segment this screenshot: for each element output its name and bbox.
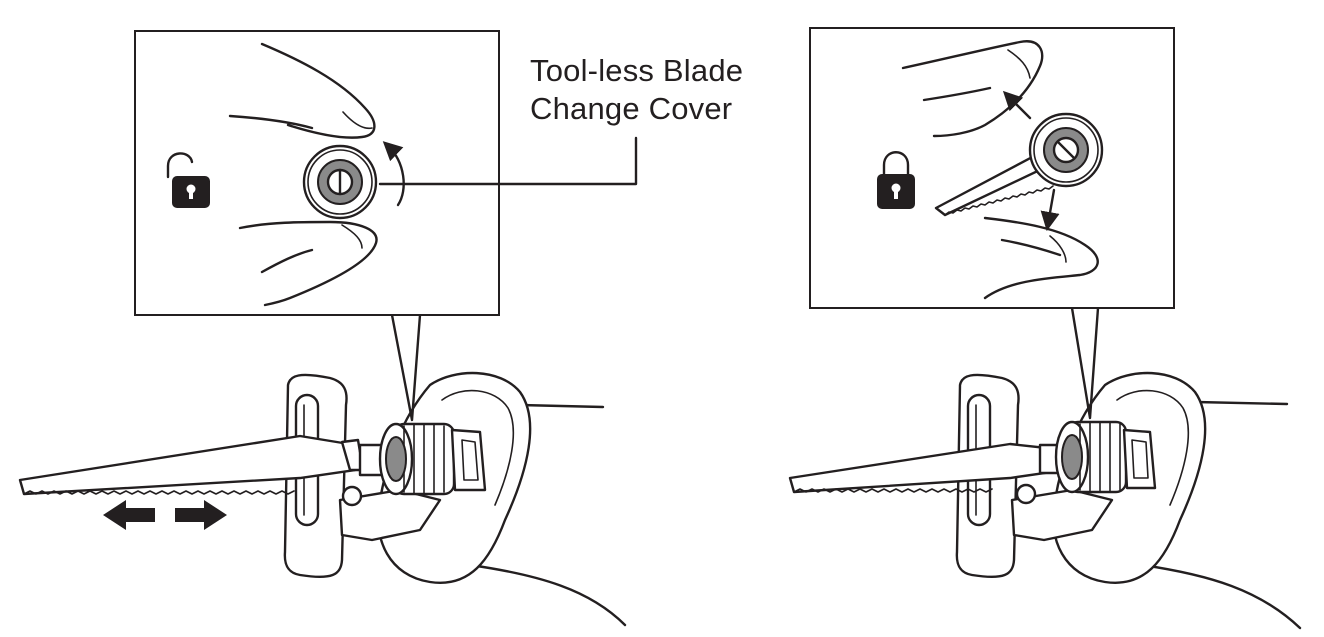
right-pointing-arrow <box>175 500 227 530</box>
locked-padlock-icon <box>877 151 915 209</box>
right-inset-knob <box>1028 112 1104 188</box>
left-upper-finger <box>228 42 376 139</box>
left-inset-panel <box>134 30 500 316</box>
left-pointing-arrow <box>103 500 155 530</box>
right-cord-lower <box>1140 563 1302 630</box>
left-inset-knob <box>302 144 378 220</box>
release-arrow-down <box>1040 188 1060 232</box>
right-lower-finger <box>983 216 1099 300</box>
right-power-cord <box>1194 400 1289 406</box>
left-callout-pointer <box>390 313 422 422</box>
left-power-cord <box>518 403 605 409</box>
reciprocating-motion-arrows <box>103 500 227 530</box>
rotation-arrow <box>382 141 405 207</box>
right-inset-frame <box>809 27 1175 309</box>
right-saw-assembly <box>788 371 1302 630</box>
left-cord-lower <box>468 563 627 627</box>
release-arrow-up <box>1002 90 1032 120</box>
unlocked-padlock-icon <box>166 152 210 208</box>
right-upper-finger <box>901 40 1044 138</box>
callout-label: Tool-less Blade Change Cover <box>530 52 830 128</box>
left-saw-assembly <box>18 371 627 627</box>
callout-label-line1: Tool-less Blade <box>530 53 744 88</box>
left-lower-finger <box>238 220 378 307</box>
right-inset-panel <box>809 27 1175 309</box>
right-callout-pointer <box>1070 306 1100 420</box>
callout-leader-line <box>378 136 638 186</box>
callout-label-line2: Change Cover <box>530 91 733 126</box>
